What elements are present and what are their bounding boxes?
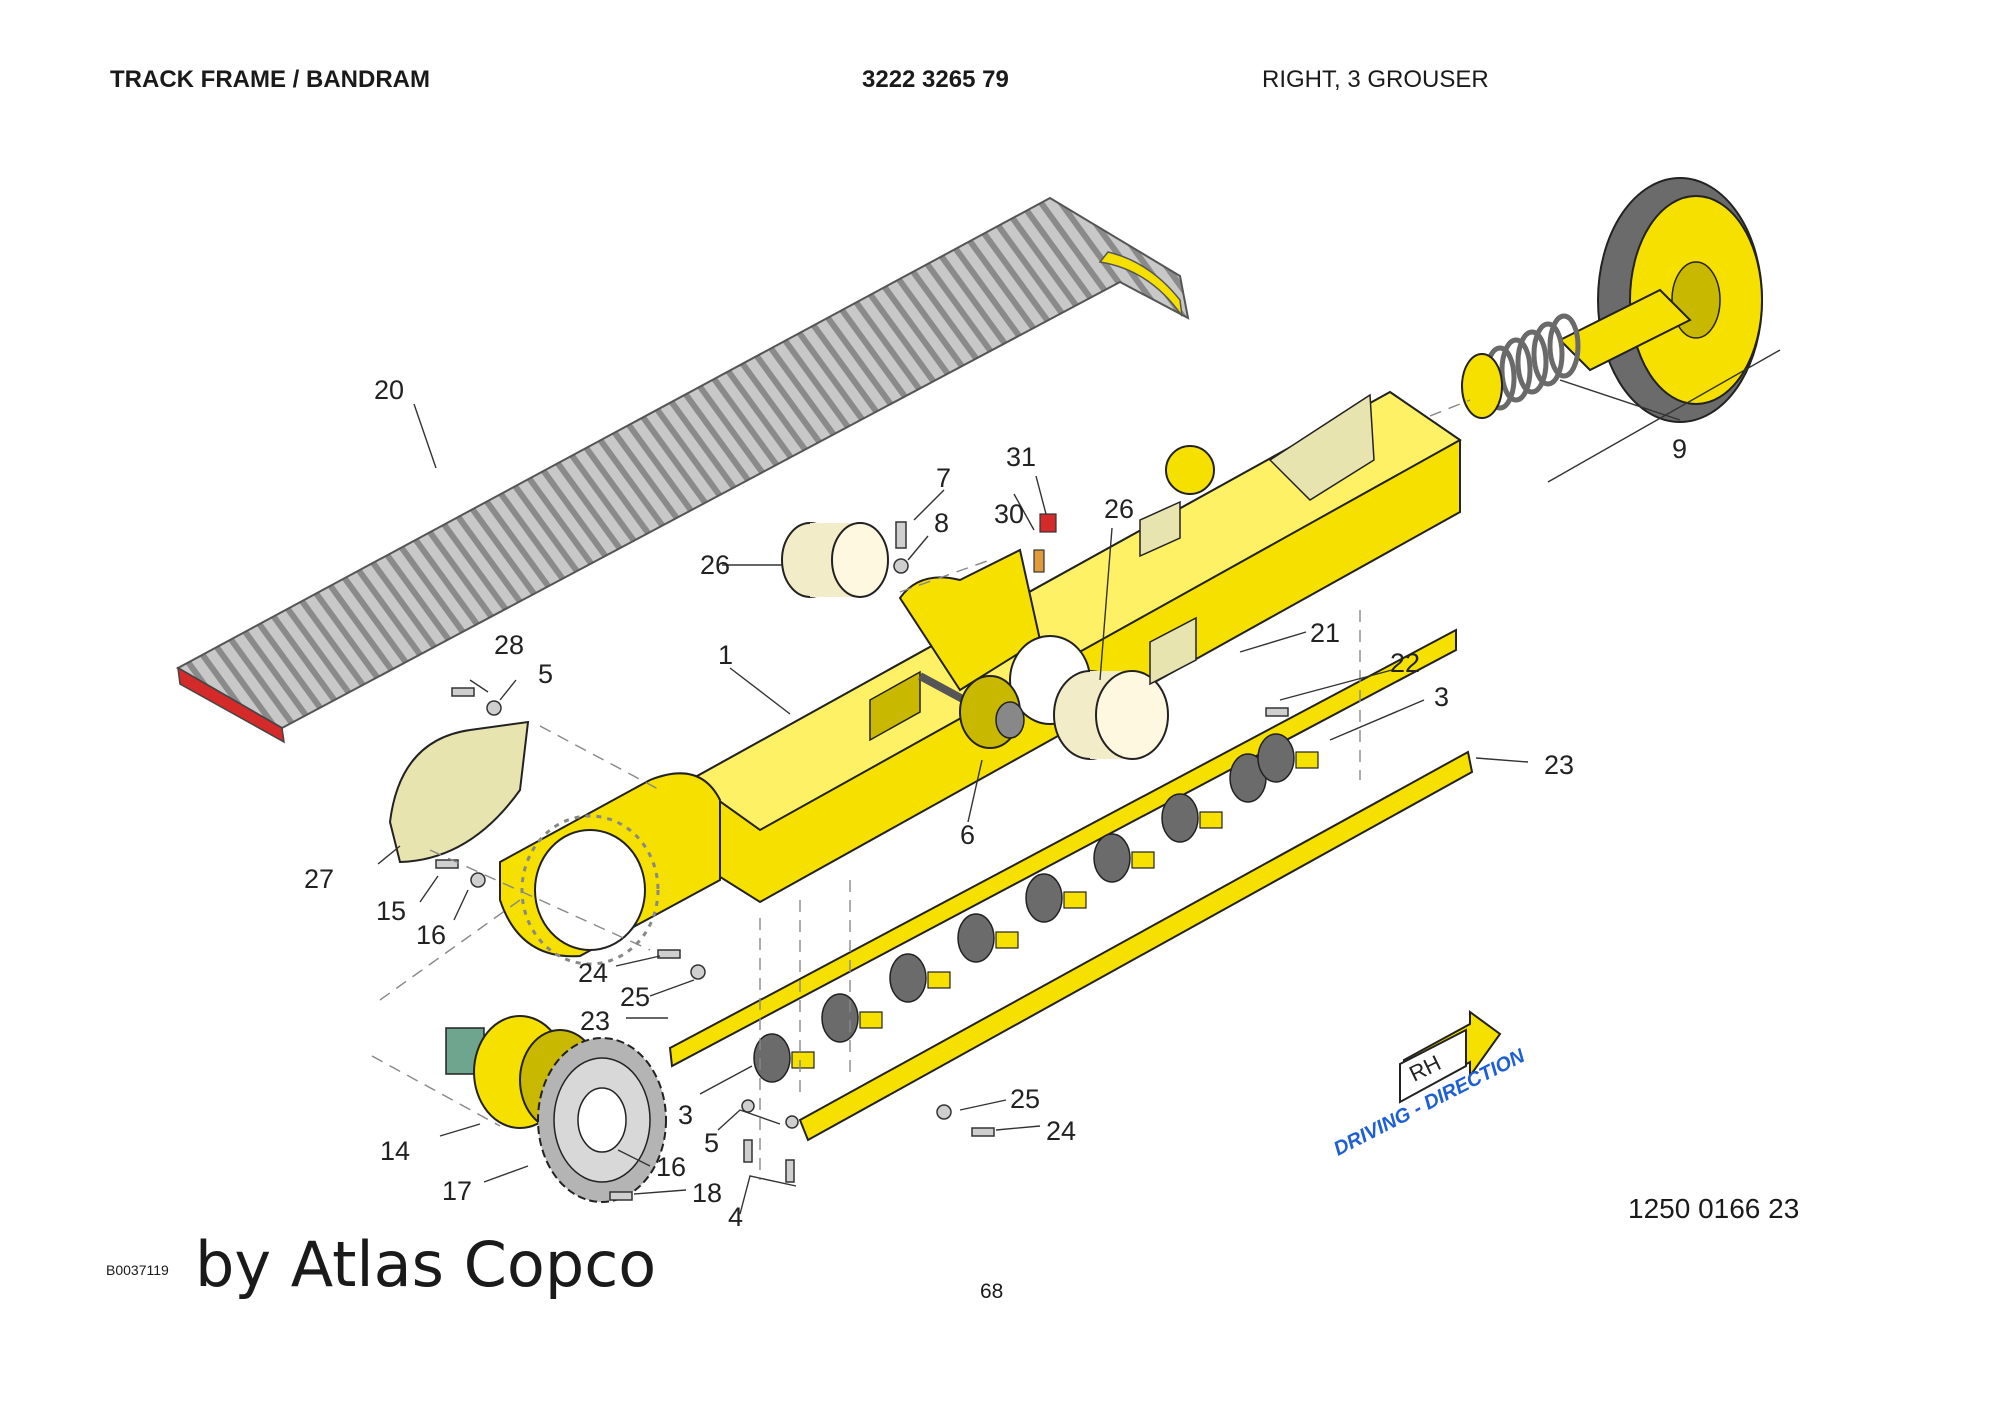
inspection-cover (1149, 616, 1197, 686)
bushing-upper (781, 522, 889, 598)
callout-22: 22 (1390, 648, 1420, 678)
callout-20: 20 (374, 375, 404, 405)
callout-30: 30 (994, 499, 1024, 529)
callout-26: 26 (1104, 494, 1134, 524)
bushing-lower (1053, 670, 1169, 760)
callout-7: 7 (936, 463, 951, 493)
callout-24: 24 (578, 958, 608, 988)
callout-15: 15 (376, 896, 406, 926)
cover-plate (388, 720, 530, 864)
idler-tensioner-assembly (1461, 177, 1763, 423)
callout-3: 3 (678, 1100, 693, 1130)
driving-direction-badge: RH DRIVING - DIRECTION (1330, 1010, 1529, 1160)
callout-17: 17 (442, 1176, 472, 1206)
callout-4: 4 (728, 1202, 743, 1232)
pivot-shaft (918, 672, 1025, 749)
callout-27: 27 (304, 864, 334, 894)
callout-3: 3 (1434, 682, 1449, 712)
callout-numbers: 20 1 26 7 8 31 30 26 21 22 3 23 9 28 5 2… (304, 375, 1687, 1232)
callout-8: 8 (934, 508, 949, 538)
callout-23: 23 (1544, 750, 1574, 780)
callout-23: 23 (580, 1006, 610, 1036)
callout-6: 6 (960, 820, 975, 850)
track-chain (175, 196, 1190, 744)
callout-25: 25 (620, 982, 650, 1012)
track-guide-lower (798, 750, 1474, 1142)
callout-18: 18 (692, 1178, 722, 1208)
callout-5: 5 (538, 659, 553, 689)
page-number: 68 (980, 1280, 1004, 1303)
drawing-number: 1250 0166 23 (1628, 1193, 1800, 1224)
callout-25: 25 (1010, 1084, 1040, 1114)
byline: by Atlas Copco (195, 1228, 657, 1301)
callout-24: 24 (1046, 1116, 1076, 1146)
callout-16: 16 (416, 920, 446, 950)
document-id: B0037119 (106, 1262, 169, 1278)
callout-16: 16 (656, 1152, 686, 1182)
callout-14: 14 (380, 1136, 410, 1166)
grease-fitting (1033, 513, 1057, 573)
variant-label: RIGHT, 3 GROUSER (1262, 66, 1489, 93)
page-title: TRACK FRAME / BANDRAM (110, 66, 430, 93)
leader-lines (377, 349, 1781, 1215)
callout-31: 31 (1006, 442, 1036, 472)
fasteners (435, 521, 1289, 1201)
track-rollers (753, 733, 1319, 1083)
drive-sprocket (537, 1037, 667, 1203)
track-frame-beam (499, 390, 1462, 966)
callout-5: 5 (704, 1128, 719, 1158)
part-number: 3222 3265 79 (862, 66, 1009, 93)
assembly-lines (371, 399, 1471, 1180)
callout-28: 28 (494, 630, 524, 660)
callout-1: 1 (718, 640, 733, 670)
track-guide-upper (668, 628, 1457, 1068)
callout-9: 9 (1672, 434, 1687, 464)
callout-21: 21 (1310, 618, 1340, 648)
callout-26: 26 (700, 550, 730, 580)
